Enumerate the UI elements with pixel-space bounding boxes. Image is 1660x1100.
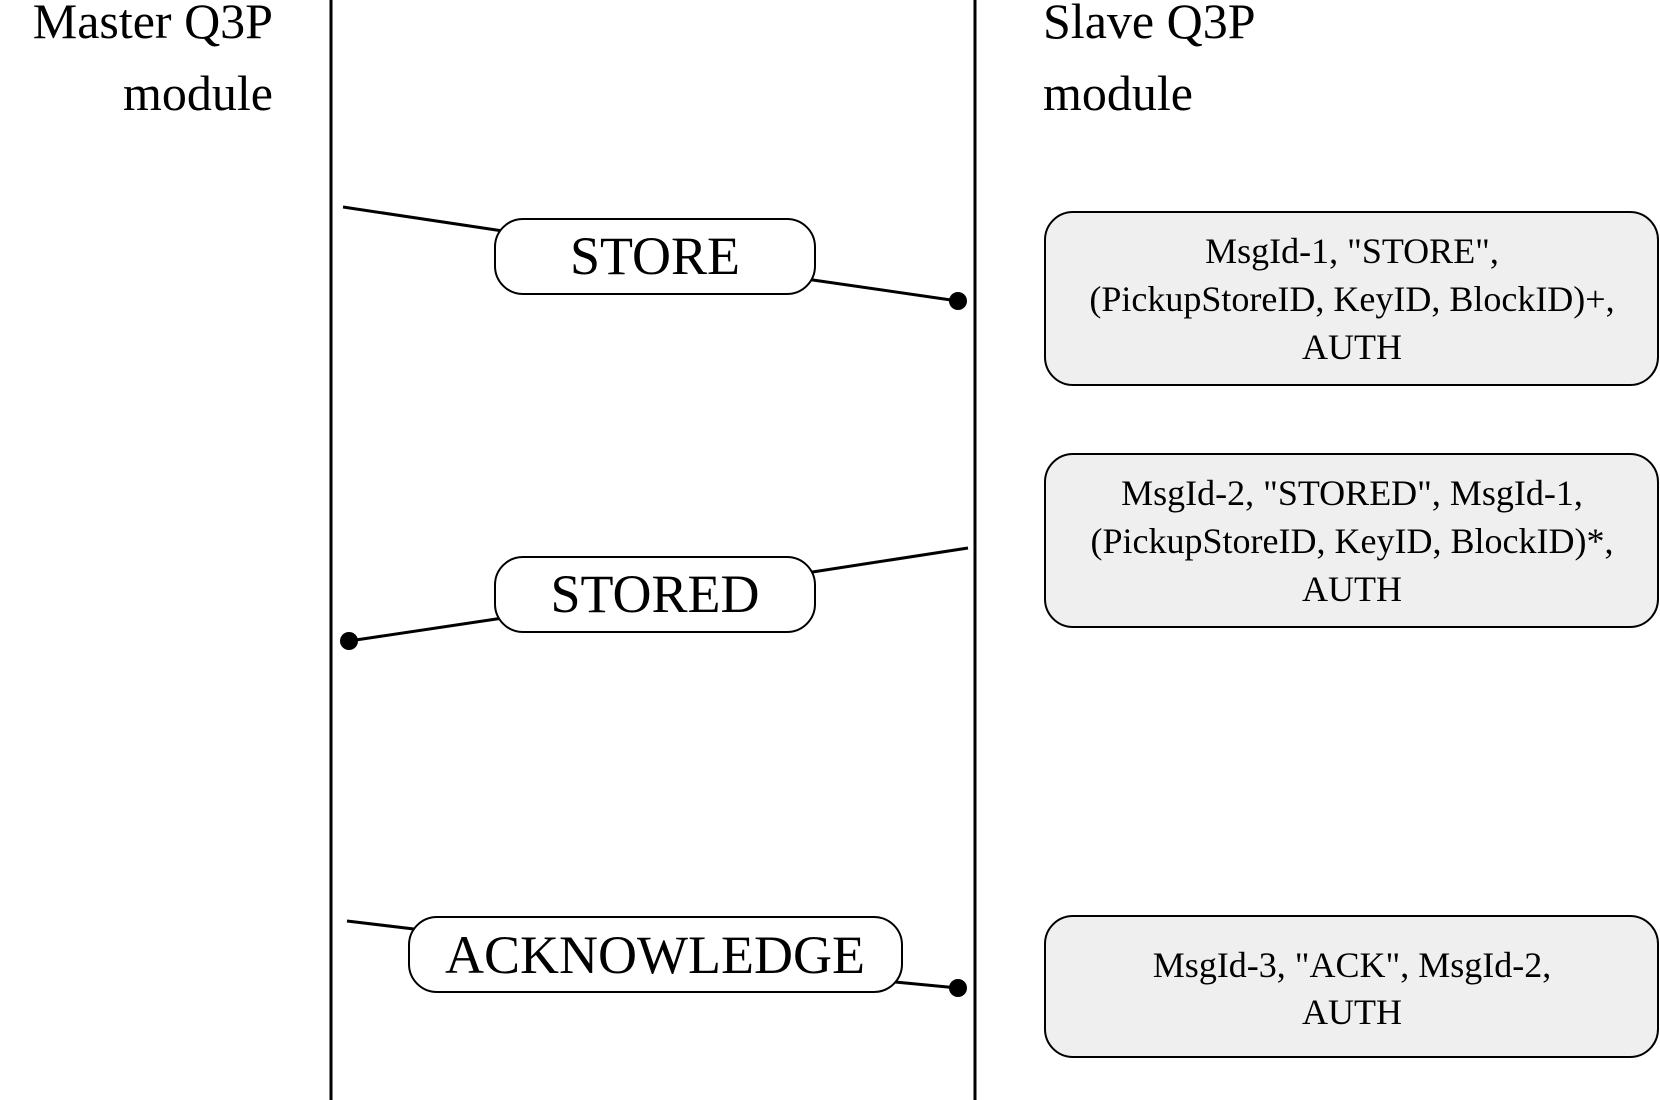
store-label-pill bbox=[494, 218, 816, 295]
acknowledge-label: ACKNOWLEDGE bbox=[445, 925, 865, 985]
master-title-line-2: module bbox=[123, 65, 273, 121]
stored-detail-line-2: (PickupStoreID, KeyID, BlockID)*, bbox=[1091, 521, 1614, 561]
master-title-line-1: Master Q3P bbox=[33, 0, 273, 49]
acknowledge-arrow-endpoint bbox=[949, 979, 967, 997]
stored-arrow-endpoint bbox=[340, 632, 358, 650]
message-acknowledge: ACKNOWLEDGE bbox=[346, 916, 967, 997]
message-stored: STORED bbox=[340, 546, 969, 650]
slave-title-line-1: Slave Q3P bbox=[1043, 0, 1256, 49]
store-detail-box: MsgId-1, "STORE", (PickupStoreID, KeyID,… bbox=[1044, 211, 1659, 386]
message-store: STORE bbox=[342, 205, 967, 310]
stored-arrow-segment-right bbox=[805, 546, 969, 575]
store-arrow-segment-right bbox=[805, 277, 959, 303]
stored-label-pill bbox=[494, 556, 816, 633]
acknowledge-arrow-segment-left bbox=[346, 919, 415, 931]
acknowledge-detail-line-2: AUTH bbox=[1302, 992, 1402, 1032]
store-detail-frame bbox=[1044, 211, 1659, 386]
slave-title-line-2: module bbox=[1043, 65, 1193, 121]
store-arrow-endpoint bbox=[949, 292, 967, 310]
acknowledge-detail-frame bbox=[1044, 915, 1659, 1058]
slave-participant-header: Slave Q3P module bbox=[1043, 0, 1256, 121]
stored-detail-line-1: MsgId-2, "STORED", MsgId-1, bbox=[1121, 473, 1583, 513]
stored-detail-frame bbox=[1044, 453, 1659, 628]
store-label: STORE bbox=[570, 226, 740, 286]
store-detail-line-1: MsgId-1, "STORE", bbox=[1205, 231, 1499, 271]
store-arrow-segment-left bbox=[342, 205, 504, 233]
store-detail-line-3: AUTH bbox=[1302, 327, 1402, 367]
store-detail-line-2: (PickupStoreID, KeyID, BlockID)+, bbox=[1089, 279, 1614, 319]
master-participant-header: Master Q3P module bbox=[33, 0, 273, 121]
acknowledge-detail-box: MsgId-3, "ACK", MsgId-2, AUTH bbox=[1044, 915, 1659, 1058]
acknowledge-detail-line-1: MsgId-3, "ACK", MsgId-2, bbox=[1153, 945, 1551, 985]
acknowledge-label-pill bbox=[408, 916, 903, 993]
stored-detail-box: MsgId-2, "STORED", MsgId-1, (PickupStore… bbox=[1044, 453, 1659, 628]
acknowledge-arrow-segment-right bbox=[894, 980, 959, 990]
stored-label: STORED bbox=[550, 564, 759, 624]
stored-detail-line-3: AUTH bbox=[1302, 569, 1402, 609]
stored-arrow-segment-left bbox=[348, 616, 504, 643]
